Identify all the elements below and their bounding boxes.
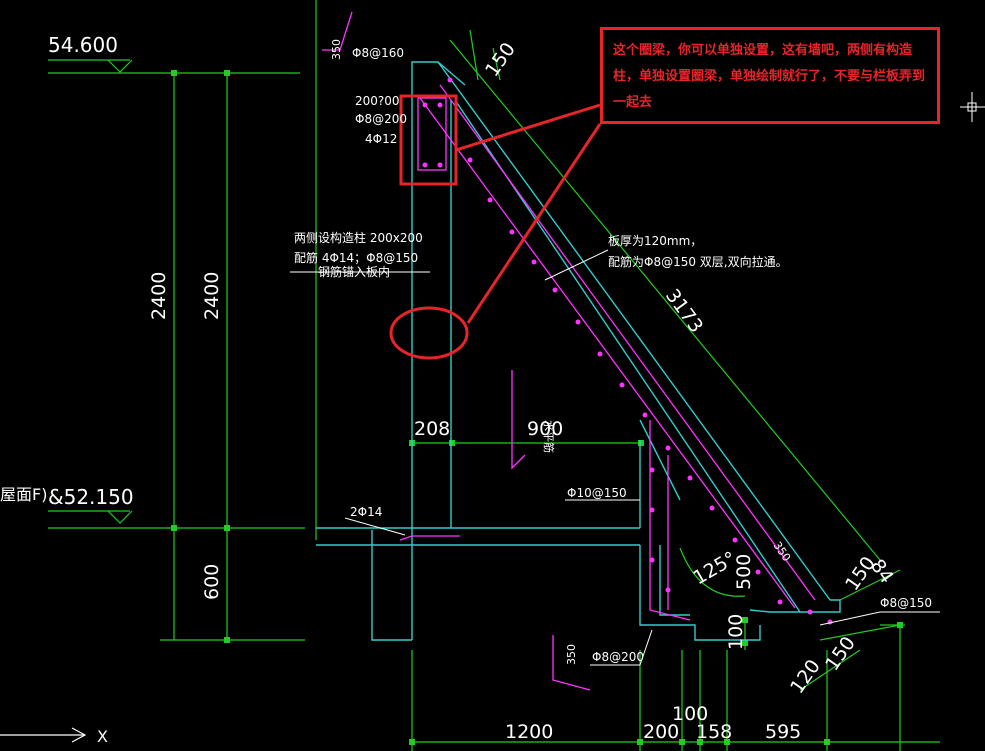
elevation-roof-prefix: 屋面F) [0,485,47,504]
axis-x-label: X [97,727,108,746]
green-dimension-lines [48,0,940,751]
crosshair-icon [960,92,985,122]
elevation-top: 54.600 [48,33,118,57]
angle-arc [679,547,746,597]
tick-marks [171,70,903,745]
dim-bottom-200: 200 [643,721,679,743]
label-rebar-10: Φ10@150 [567,486,627,500]
dim-bottom-595: 595 [765,721,801,743]
dim-bottom-158: 158 [696,721,732,743]
dim-slope-150: 150 [481,39,520,81]
label-rebar-2-14: 2Φ14 [350,505,382,519]
label-column-1: 两侧设构造柱 200x200 [294,230,423,245]
dim-208: 208 [414,418,450,440]
label-vert-note: 水平筋 [542,420,556,453]
dim-left-outer: 2400 [148,272,170,320]
annotation-pointer [389,94,602,360]
x-axis-arrow [0,727,87,743]
rebar-dots [422,77,833,625]
label-slab-2: 配筋为Φ8@150 双层,双向拉通。 [608,254,788,269]
label-rebar-8-200: Φ8@200 [592,650,644,664]
label-ring-beam-size: 200?00 [355,94,400,108]
label-rebar-8-150: Φ8@150 [880,596,932,610]
dim-bottom-1200: 1200 [505,721,553,743]
structure-outline [316,61,841,641]
elevation-markers [107,59,133,524]
label-ring-beam-stirrup: Φ8@200 [355,112,407,126]
label-column-3: 钢筋锚入板内 [318,264,390,279]
dim-slope-length: 3173 [661,285,707,337]
dim-left-bottom: 600 [201,564,223,600]
dim-900: 900 [527,418,563,440]
rebar-lines [322,11,816,691]
label-column-2: 配筋 4Φ14；Φ8@150 [294,250,418,265]
dim-bottom-100: 100 [672,703,708,725]
label-ring-beam-main: 4Φ12 [365,132,397,146]
elevation-roof: &52.150 [48,485,134,509]
label-top-stirrup: Φ8@160 [352,46,404,60]
dim-350-bottom: 350 [565,644,578,665]
dim-500: 500 [733,554,755,590]
dim-top-350: 350 [330,39,343,60]
leader-lines [290,249,940,666]
annotation-text: 这个圈梁，你可以单独设置，这有墙吧，两侧有构造柱，单独设置圈梁，单独绘制就行了，… [613,43,926,110]
label-slab-1: 板厚为120mm， [608,234,702,248]
annotation-callout: 这个圈梁，你可以单独设置，这有墙吧，两侧有构造柱，单独设置圈梁，单独绘制就行了，… [600,27,940,124]
dim-left-inner: 2400 [201,272,223,320]
dim-100: 100 [725,614,747,650]
